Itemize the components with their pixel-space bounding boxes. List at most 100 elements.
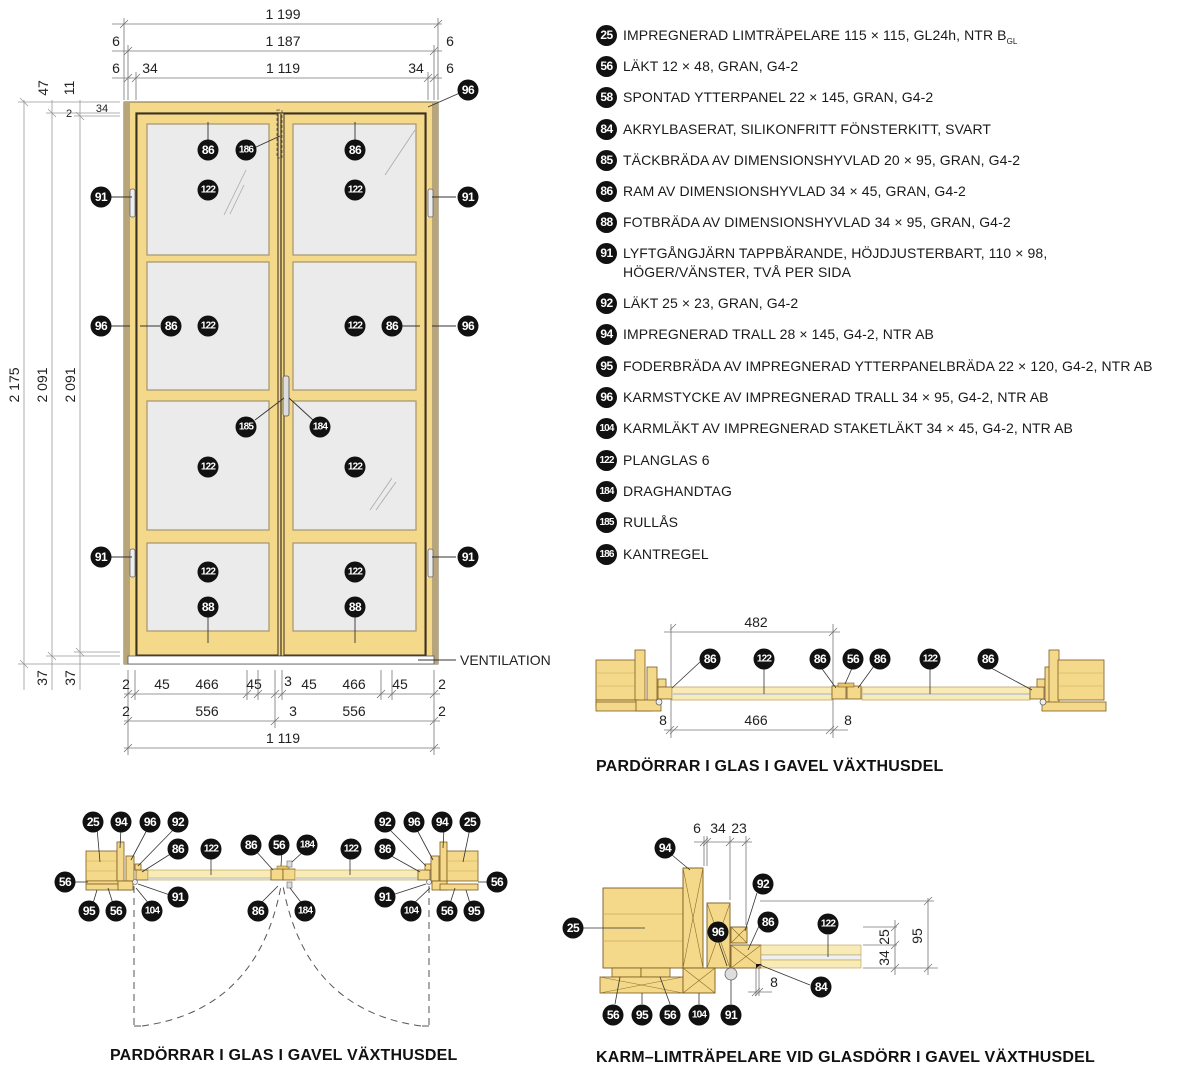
s2-badge: 86 <box>374 838 396 860</box>
svg-text:3: 3 <box>284 673 292 689</box>
s3-badge-56b: 56 <box>659 1004 681 1026</box>
dim-6-left-b: 6 <box>112 60 120 76</box>
dim-6-left-a: 6 <box>112 33 120 49</box>
svg-text:122: 122 <box>757 654 773 665</box>
svg-text:86: 86 <box>172 842 185 856</box>
badge-186: 186 <box>235 139 257 161</box>
legend-text-line: PLANGLAS 6 <box>623 452 710 468</box>
hinge-pin-icon <box>724 967 738 981</box>
svg-text:186: 186 <box>239 145 255 156</box>
s2-badge: 25 <box>459 811 481 833</box>
svg-text:86: 86 <box>379 842 392 856</box>
legend-text: FOTBRÄDA AV DIMENSIONSHYVLAD 34 × 95, GR… <box>623 213 1011 232</box>
dim-2: 2 <box>66 108 72 120</box>
hinge-icon <box>427 548 434 578</box>
svg-text:104: 104 <box>145 906 161 917</box>
svg-text:122: 122 <box>348 185 364 196</box>
legend-text: AKRYLBASERAT, SILIKONFRITT FÖNSTERKITT, … <box>623 120 991 139</box>
legend-text: LÄKT 25 × 23, GRAN, G4-2 <box>623 294 798 313</box>
svg-text:94: 94 <box>115 815 128 829</box>
elevation-badges: 96 86 186 86 122 122 91 91 96 86 122 122… <box>90 79 479 618</box>
badge-122-e: 122 <box>197 456 219 478</box>
dim-height-2091-a: 2 091 <box>34 367 50 402</box>
legend-subscript: GL <box>1006 36 1018 46</box>
badge-122-d: 122 <box>344 315 366 337</box>
legend-text-line: SPONTAD YTTERPANEL 22 × 145, GRAN, G4-2 <box>623 89 934 105</box>
svg-text:91: 91 <box>462 550 475 564</box>
legend-badge: 25 <box>596 25 617 46</box>
legend-text: PLANGLAS 6 <box>623 451 710 470</box>
svg-text:25: 25 <box>464 815 477 829</box>
legend-badge: 104 <box>596 418 617 439</box>
svg-text:92: 92 <box>757 877 770 891</box>
badge-122-h: 122 <box>344 561 366 583</box>
svg-text:96: 96 <box>462 83 475 97</box>
svg-text:86: 86 <box>762 915 775 929</box>
svg-text:91: 91 <box>95 190 108 204</box>
legend-text: RAM AV DIMENSIONSHYVLAD 34 × 45, GRAN, G… <box>623 182 966 201</box>
svg-text:86: 86 <box>202 143 215 157</box>
svg-text:96: 96 <box>462 319 475 333</box>
svg-text:56: 56 <box>664 1008 677 1022</box>
legend-text-line: LÄKT 25 × 23, GRAN, G4-2 <box>623 295 799 311</box>
legend-text: IMPREGNERAD TRALL 28 × 145, G4-2, NTR AB <box>623 325 934 344</box>
s2-badge: 56 <box>54 871 76 893</box>
svg-text:104: 104 <box>404 906 420 917</box>
s3-badge-95: 95 <box>631 1004 653 1026</box>
badge-86-d: 86 <box>381 315 403 337</box>
svg-text:122: 122 <box>201 321 217 332</box>
s2-badge: 56 <box>105 900 127 922</box>
hinge-icon <box>129 188 136 218</box>
svg-text:122: 122 <box>204 844 220 855</box>
s1-badge: 56 <box>842 648 864 670</box>
legend-badge: 88 <box>596 212 617 233</box>
svg-text:56: 56 <box>441 904 454 918</box>
badge-86-a: 86 <box>197 139 219 161</box>
svg-text:96: 96 <box>95 319 108 333</box>
svg-text:86: 86 <box>245 838 258 852</box>
s1-badge: 86 <box>699 648 721 670</box>
s3-badge-92: 92 <box>752 873 774 895</box>
badge-88-a: 88 <box>197 596 219 618</box>
svg-text:122: 122 <box>348 567 364 578</box>
s1-badge: 86 <box>809 648 831 670</box>
s3-dim-6: 6 <box>693 820 701 836</box>
legend-text: LÄKT 12 × 48, GRAN, G4-2 <box>623 57 798 76</box>
s3-badge-96: 96 <box>707 921 729 943</box>
ventilation-label: VENTILATION <box>460 652 551 668</box>
dim-37-a: 37 <box>34 670 50 686</box>
badge-122-a: 122 <box>197 179 219 201</box>
svg-text:84: 84 <box>815 980 828 994</box>
s1-dim-8a: 8 <box>659 712 667 728</box>
badge-86-b: 86 <box>344 139 366 161</box>
badge-184: 184 <box>309 416 331 438</box>
svg-text:45: 45 <box>301 676 317 692</box>
s3-badge-94: 94 <box>654 837 676 859</box>
hinge-icon <box>427 188 434 218</box>
left-dimensions <box>18 97 120 690</box>
badge-91-b: 91 <box>457 186 479 208</box>
s1-badge: 86 <box>869 648 891 670</box>
legend-text-line: TÄCKBRÄDA AV DIMENSIONSHYVLAD 20 × 95, G… <box>623 152 1021 168</box>
legend-badge: 95 <box>596 356 617 377</box>
svg-text:466: 466 <box>342 676 366 692</box>
svg-text:25: 25 <box>567 921 580 935</box>
svg-text:86: 86 <box>982 652 995 666</box>
s2-badge: 92 <box>167 811 189 833</box>
bottom-dim-row-2: 2 556 3 556 2 <box>122 703 446 719</box>
svg-text:2: 2 <box>438 676 446 692</box>
svg-text:95: 95 <box>468 904 481 918</box>
s2-badge: 86 <box>247 900 269 922</box>
svg-text:556: 556 <box>342 703 366 719</box>
badge-96-left: 96 <box>90 315 112 337</box>
svg-text:2: 2 <box>438 703 446 719</box>
svg-text:122: 122 <box>201 462 217 473</box>
